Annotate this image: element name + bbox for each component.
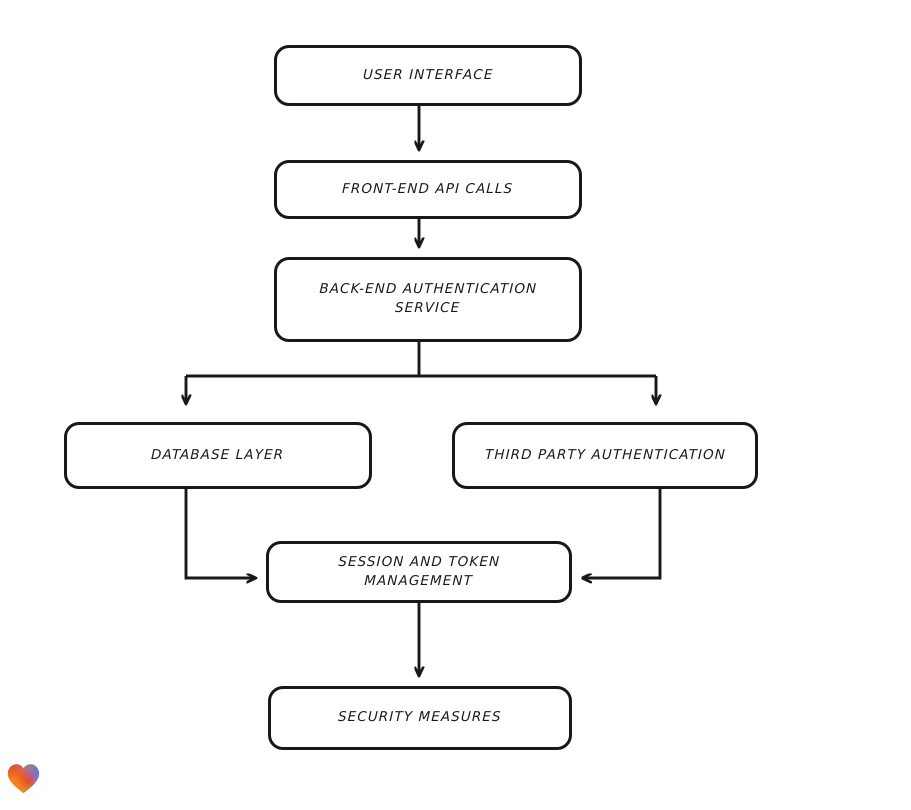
node-third-party-authentication[interactable]: Third Party Authentication [452, 422, 758, 489]
node-backend-authentication-service-label: Back-End Authentication Service [319, 281, 538, 317]
node-frontend-api-calls[interactable]: Front-End API Calls [274, 160, 582, 219]
node-frontend-api-calls-label: Front-End API Calls [342, 180, 514, 197]
heart-icon [7, 764, 40, 794]
node-third-party-authentication-label: Third Party Authentication [484, 446, 726, 463]
node-session-and-token-management-label: Session and Token Management [338, 553, 501, 589]
node-user-interface[interactable]: User Interface [274, 45, 582, 106]
node-user-interface-label: User Interface [362, 66, 494, 83]
node-security-measures-label: Security Measures [337, 709, 503, 726]
edge-thirdparty-to-session [582, 489, 662, 578]
node-security-measures[interactable]: Security Measures [268, 686, 572, 750]
node-database-layer-label: Database Layer [151, 446, 285, 463]
node-session-and-token-management[interactable]: Session and Token Management [266, 541, 572, 603]
edge-database-to-session [184, 489, 256, 578]
node-database-layer[interactable]: Database Layer [64, 422, 372, 489]
node-backend-authentication-service[interactable]: Back-End Authentication Service [274, 257, 582, 342]
